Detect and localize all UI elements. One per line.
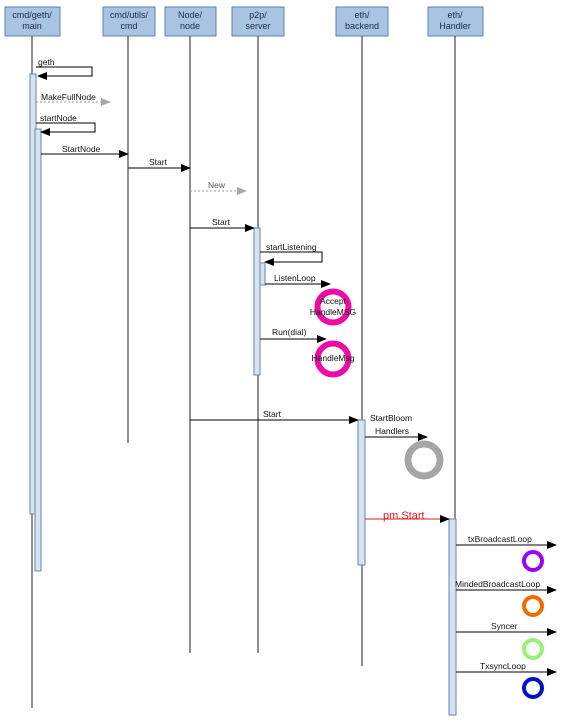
lifeline-title-2: backend (345, 21, 379, 31)
ring-icon (522, 550, 544, 572)
lifeline-title-2: cmd (120, 21, 137, 31)
message-start-node: Start (128, 157, 191, 172)
lifeline-title-2: node (180, 21, 200, 31)
lifeline-title-1: Node/ (178, 10, 203, 20)
message-startnode-call: StartNode (41, 144, 129, 158)
message-geth: geth (36, 57, 93, 80)
message-label: MakeFullNode (41, 92, 96, 102)
lifeline-utils-cmd: cmd/utils/ cmd (102, 6, 156, 37)
ring-icon (522, 677, 544, 699)
message-label: New (208, 180, 226, 190)
message-new: New (190, 180, 247, 195)
lifeline-title-2: server (245, 21, 270, 31)
message-label: startListening (266, 242, 317, 252)
lifeline-title-1: cmd/geth/ (12, 10, 52, 20)
ring-icon (522, 595, 544, 617)
message-start-p2p: Start (190, 217, 255, 232)
activation-bar (259, 262, 266, 286)
lifeline-title-2: Handler (439, 21, 471, 31)
message-run-dial: Run(dial) (260, 327, 327, 343)
message-label: ListenLoop (274, 273, 316, 283)
ring-icon (314, 340, 352, 378)
activation-bar (253, 227, 261, 376)
message-startbloom: StartBloom Handlers (365, 413, 444, 480)
message-start-backend: Start (190, 409, 359, 424)
message-label: StartNode (62, 144, 101, 154)
lifeline-title-1: eth/ (354, 10, 370, 20)
lifeline-title-1: eth/ (447, 10, 463, 20)
ring-icon (314, 288, 352, 326)
message-txsyncloop: TxsyncLoop (456, 661, 557, 699)
message-pm-start: pm.Start (365, 510, 450, 523)
lifeline-eth-backend: eth/ backend (335, 6, 389, 37)
message-label: Start (149, 157, 168, 167)
message-makefullnode: MakeFullNode (36, 92, 111, 106)
lifeline-title-1: p2p/ (249, 10, 267, 20)
lifeline-title-1: cmd/utils/ (110, 10, 149, 20)
ring-label: HandleMsg (312, 353, 355, 363)
ring-label: HandleMSG (310, 307, 356, 317)
lifeline-title-2: main (22, 21, 42, 31)
message-listenloop: ListenLoop (265, 273, 331, 288)
lifeline-geth-main: cmd/geth/ main (4, 6, 61, 37)
message-startnode: startNode (36, 113, 96, 136)
message-mindedbroadcastloop: MindedBroadcastLoop (455, 579, 557, 617)
activation-bar (34, 128, 42, 572)
activation-bar (448, 518, 457, 716)
message-startlistening: startListening (260, 242, 323, 266)
message-syncer: Syncer (456, 621, 557, 660)
ring-icon (404, 440, 444, 480)
message-label: pm.Start (383, 510, 425, 522)
message-label: geth (38, 57, 55, 67)
message-label: Handlers (375, 426, 409, 436)
message-label: MindedBroadcastLoop (455, 579, 540, 589)
message-label: Syncer (491, 621, 518, 631)
activation-bar (357, 419, 366, 566)
message-txbroadcastloop: txBroadcastLoop (456, 534, 557, 572)
message-label: StartBloom (370, 413, 412, 423)
ring-label: Accept (320, 296, 347, 306)
ring-icon (522, 638, 544, 660)
message-label: startNode (40, 113, 77, 123)
lifeline-p2p-server: p2p/ server (231, 6, 285, 37)
message-label: Start (263, 409, 282, 419)
message-label: Start (212, 217, 231, 227)
accept-handlemsg-ring: Accept HandleMSG (310, 288, 356, 326)
lifeline-eth-handler: eth/ Handler (427, 6, 484, 37)
handlemsg-ring: HandleMsg (312, 340, 355, 378)
message-label: TxsyncLoop (480, 661, 526, 671)
message-label: Run(dial) (272, 327, 307, 337)
message-label: txBroadcastLoop (468, 534, 532, 544)
lifeline-node-node: Node/ node (164, 6, 217, 37)
